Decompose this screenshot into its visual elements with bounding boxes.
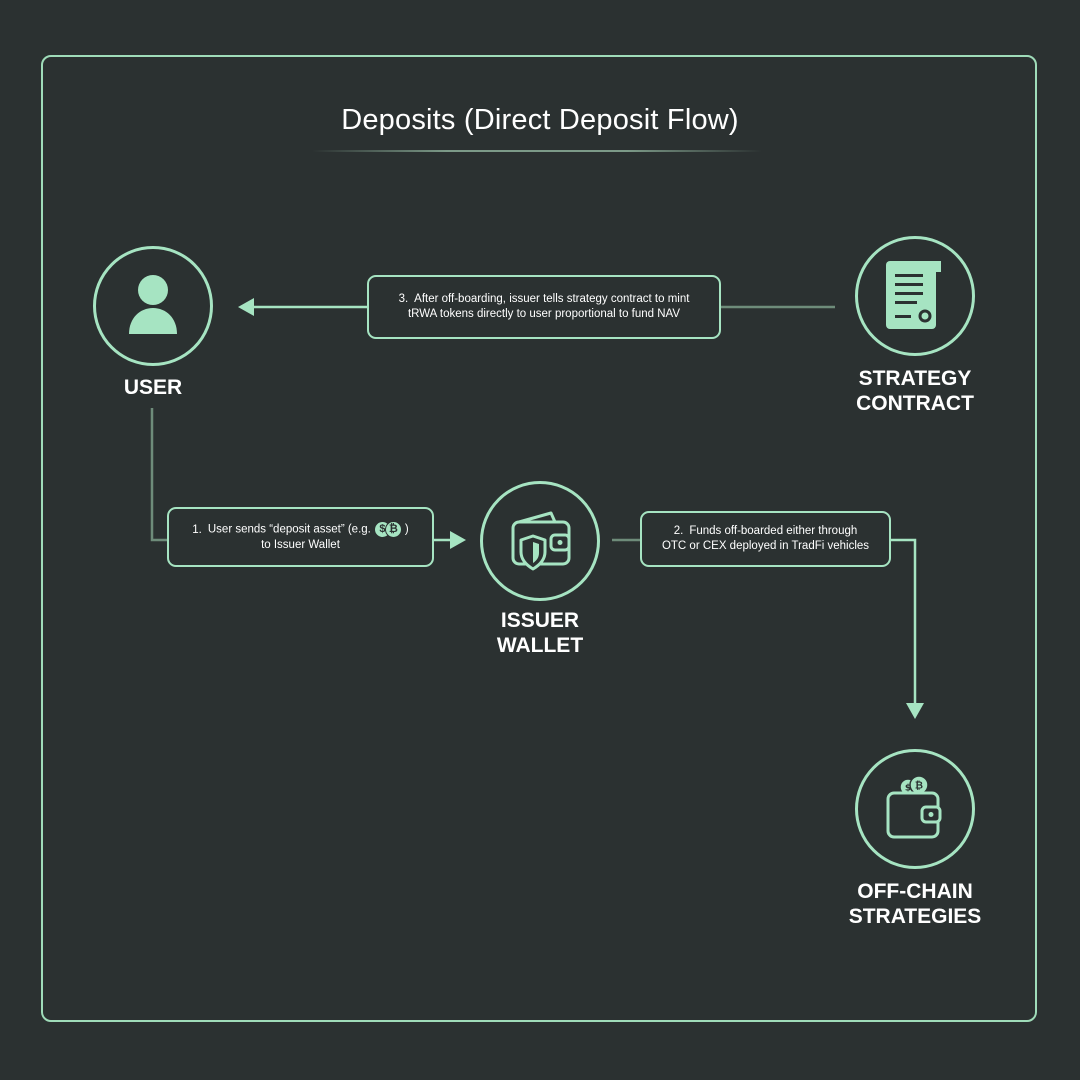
step1-text-before: User sends “deposit asset” (e.g. (207, 523, 371, 536)
step1-line2: to Issuer Wallet (261, 539, 340, 551)
step3-line1: 3. After off-boarding, issuer tells strat… (399, 292, 690, 307)
user-node (93, 246, 213, 366)
user-label: USER (123, 376, 183, 399)
connector-step2-to-offchain (890, 538, 917, 705)
step3-number: 3. (398, 293, 409, 305)
step1-line1: 1. User sends “deposit asset” (e.g.$₿) (192, 521, 409, 538)
step2-box: 2. Funds off-boarded either through OTC o… (640, 511, 891, 567)
step3-line2: tRWA tokens directly to user proportiona… (407, 308, 681, 320)
diagram-frame (41, 55, 1037, 1022)
step3-line1-text: After off-boarding, issuer tells strateg… (414, 293, 690, 305)
off-chain-strategies-label: OFF-CHAIN STRATEGIES (848, 880, 982, 928)
issuer-wallet-node (480, 481, 600, 601)
step3-box: 3. After off-boarding, issuer tells strat… (367, 275, 721, 339)
step2-line1: 2. Funds off-boarded either through (662, 524, 869, 539)
arrow-to-off-chain (906, 703, 924, 719)
contract-document-icon (886, 261, 941, 329)
step1-box: 1. User sends “deposit asset” (e.g.$₿) to… (167, 507, 434, 567)
connector-user-down (150, 408, 168, 542)
bitcoin-icon: ₿ (384, 521, 402, 538)
issuer-wallet-label: ISSUER WALLET (496, 609, 584, 657)
strategy-contract-label: STRATEGY CONTRACT (856, 367, 974, 415)
title-underline (312, 150, 762, 152)
step2-number: 2. (673, 525, 684, 537)
off-chain-strategies-node: $ ₿ (855, 749, 975, 869)
wallet-coins-icon: $ ₿ (886, 775, 942, 839)
deposit-asset-coins: $₿ (373, 521, 402, 538)
svg-text:$: $ (905, 784, 911, 794)
step1-number: 1. (192, 523, 202, 536)
svg-text:₿: ₿ (915, 780, 923, 792)
diagram-title: Deposits (Direct Deposit Flow) (341, 104, 739, 136)
step1-text-after: ) (404, 523, 409, 536)
shield-wallet-icon (511, 511, 571, 571)
step2-line2: OTC or CEX deployed in TradFi vehicles (661, 540, 870, 552)
arrow-to-issuer-wallet (450, 531, 466, 549)
user-icon (129, 275, 177, 334)
step2-line1-text: Funds off-boarded either through (689, 525, 858, 537)
strategy-contract-node (855, 236, 975, 356)
arrow-to-user (238, 298, 254, 316)
